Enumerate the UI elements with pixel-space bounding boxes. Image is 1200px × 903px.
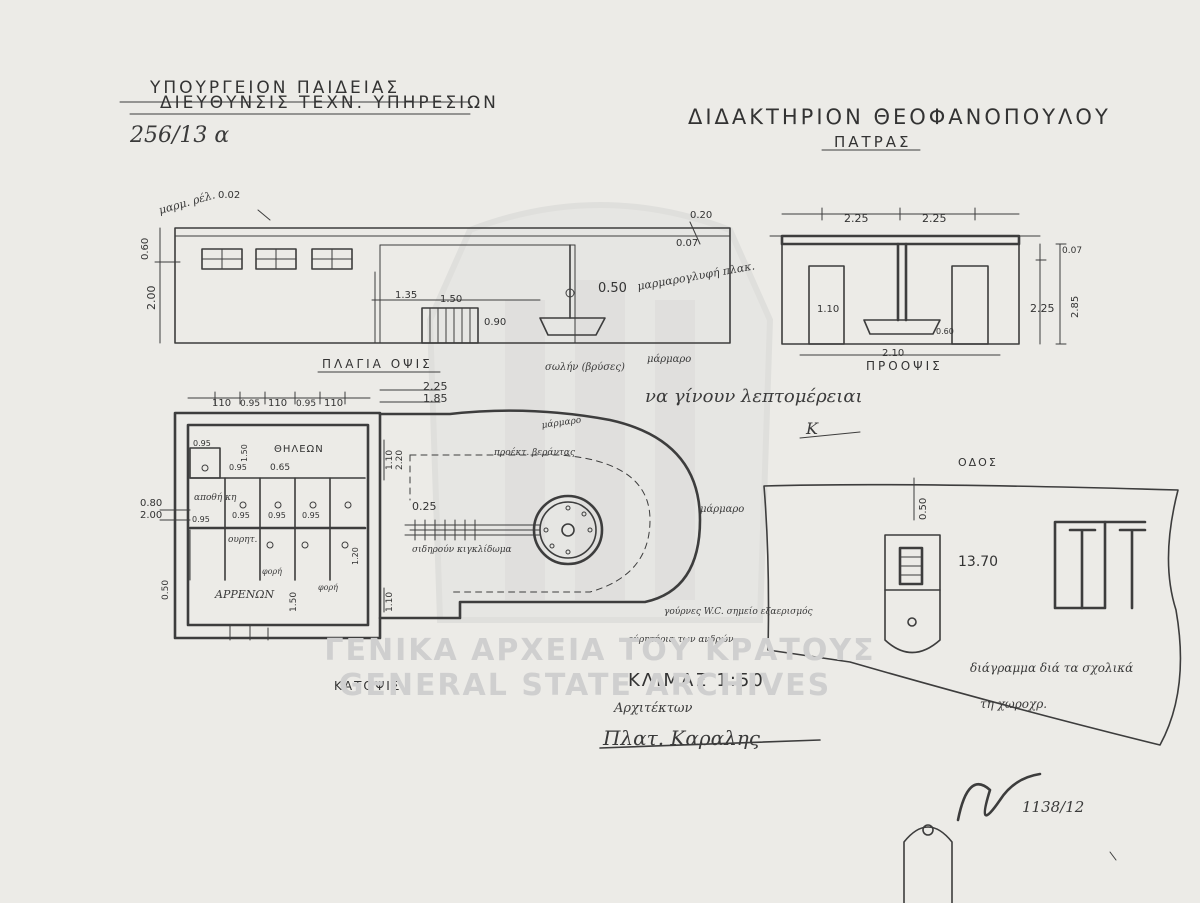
watermark-line1: ΓΕΝΙΚΑ ΑΡΧΕΙΑ ΤΟΥ ΚΡΑΤΟΥΣ: [324, 633, 875, 668]
label-street: ΟΔΟΣ: [958, 456, 998, 469]
note-marble-3: μάρμαρο: [700, 504, 744, 515]
side-radiator: [421, 307, 479, 344]
note-urinals-men: ούρητήρια των ανδρών: [628, 634, 734, 645]
dim-2-00: 2.00: [145, 286, 158, 311]
dim-0-90: 0.90: [484, 317, 506, 328]
dim-plan-1-10-r: 1.10: [385, 450, 395, 470]
dim-plan-0-95-top: 0.95: [193, 439, 211, 448]
architect-label: Αρχιτέκτων: [613, 701, 692, 716]
note-wc: γούρνες W.C. σημείο εξαερισμός: [664, 606, 814, 617]
dim-0-60: 0.60: [140, 238, 151, 260]
dim-plan-0-65: 0.65: [270, 463, 290, 473]
dim-plan-2-25: 2.25: [423, 380, 448, 393]
dim-plan-095-b: 0.95: [296, 399, 316, 409]
dim-plan-110-a: 110: [212, 398, 231, 409]
reviewer-signature: [956, 772, 1042, 822]
label-men: ΑΡΡΕΝΩΝ: [214, 588, 275, 601]
note-platform: προέκτ. βεράντας: [493, 447, 576, 458]
dim-plan-1-50: 1.50: [240, 444, 249, 462]
note-iron-grating: σιδηρούν κιγκλίδωμα: [412, 544, 512, 555]
floor-plan: [159, 389, 702, 641]
dim-0-07: 0.07: [676, 238, 698, 249]
dim-plan-110-b: 110: [268, 398, 287, 409]
dim-2-25-b: 2.25: [922, 212, 947, 225]
label-scale: ΚΛΙΜΑΞ 1:50: [628, 670, 765, 691]
watermark-line2: GENERAL STATE ARCHIVES: [339, 668, 832, 703]
note-initials: Κ: [805, 419, 819, 438]
site-plan: [763, 477, 1182, 746]
dim-0-50: 0.50: [598, 281, 627, 296]
side-windows: [201, 248, 353, 270]
label-men-small: φορή: [318, 583, 338, 592]
dim-site-0-50: 0.50: [918, 498, 929, 520]
note-details: να γίνουν λεπτομέρειαι: [645, 386, 863, 407]
dim-2-25-a: 2.25: [844, 212, 869, 225]
dim-plan-095-c: 0.95: [229, 463, 247, 472]
note-chorography: τη χωροχρ.: [980, 697, 1047, 711]
dim-plan-1-10-b: 1.10: [385, 592, 395, 612]
note-faucets: σωλήν (βρύσες): [545, 362, 625, 373]
dim-plan-2-20: 2.20: [395, 450, 405, 470]
label-urinals: ουρητ.: [228, 535, 258, 545]
dim-2-25-c: 2.25: [1030, 302, 1055, 315]
dim-2-10: 2.10: [882, 348, 904, 359]
project-city: ΠΑΤΡΑΣ: [834, 133, 912, 151]
dim-2-85: 2.85: [1070, 296, 1081, 318]
dim-plan-095-s2: 0.95: [232, 511, 250, 520]
dim-plan-095-a: 0.95: [240, 399, 260, 409]
dim-plan-1-50-b: 1.50: [289, 592, 299, 612]
label-women: ΘΗΛΕΩΝ: [274, 444, 324, 455]
dim-0-20: 0.20: [690, 210, 712, 221]
label-women-small: φορή: [262, 567, 282, 576]
label-storage: αποθή κη: [194, 492, 237, 503]
dim-1-10-front: 1.10: [817, 304, 839, 315]
dim-plan-1-20: 1.20: [351, 547, 360, 565]
dim-0-60-front: 0.60: [936, 327, 954, 336]
archive-watermark-emblem: [426, 202, 774, 623]
dim-1-35: 1.35: [395, 290, 417, 301]
reference-number: 256/13 α: [129, 123, 229, 148]
dim-plan-110-c: 110: [324, 398, 343, 409]
archive-number: 1138/12: [1022, 798, 1084, 816]
front-elevation: [769, 207, 1067, 356]
dim-plan-0-50-b: 0.50: [161, 580, 171, 600]
note-diagram: διάγραμμα διά τα σχολικά: [970, 661, 1133, 675]
corner-sketch: [903, 826, 953, 903]
architect-signature: Πλατ. Καραλης: [602, 726, 761, 750]
note-marble-1: μάρμαρο: [647, 354, 691, 365]
label-floor-plan: ΚΑΤΟΨΙΣ: [334, 679, 401, 693]
ministry-line2: ΔΙΕΥΘΥΝΣΙΣ ΤΕΧΝ. ΥΠΗΡΕΣΙΩΝ: [160, 93, 499, 113]
dim-site-13-70: 13.70: [958, 554, 998, 570]
ministry-line1: ΥΠΟΥΡΓΕΙΟΝ ΠΑΙΔΕΙΑΣ: [149, 78, 400, 98]
note-marble-rail: μαρμ. ρέλ.: [157, 188, 216, 216]
dim-plan-0-25: 0.25: [412, 500, 437, 513]
dim-0-02: 0.02: [218, 190, 240, 201]
side-elevation: [154, 209, 731, 344]
label-front-elevation: ΠΡΟΟΨΙΣ: [866, 359, 943, 373]
dim-plan-095-s1: 0.95: [192, 515, 210, 524]
project-title: ΔΙΔΑΚΤΗΡΙΟΝ ΘΕΟΦΑΝΟΠΟΥΛΟΥ: [688, 105, 1111, 129]
dim-plan-0-80: 0.80: [140, 498, 162, 509]
central-fountain: [532, 494, 604, 566]
dim-plan-095-s3: 0.95: [268, 511, 286, 520]
label-side-elevation: ΠΛΑΓΙΑ ΟΨΙΣ: [322, 357, 433, 371]
dim-plan-095-s4: 0.95: [302, 511, 320, 520]
dim-plan-2-00: 2.00: [140, 510, 162, 521]
dim-plan-1-85: 1.85: [423, 392, 448, 405]
dim-0-07-front: 0.07: [1062, 246, 1082, 256]
side-basin: [539, 317, 606, 336]
dim-1-50: 1.50: [440, 294, 462, 305]
